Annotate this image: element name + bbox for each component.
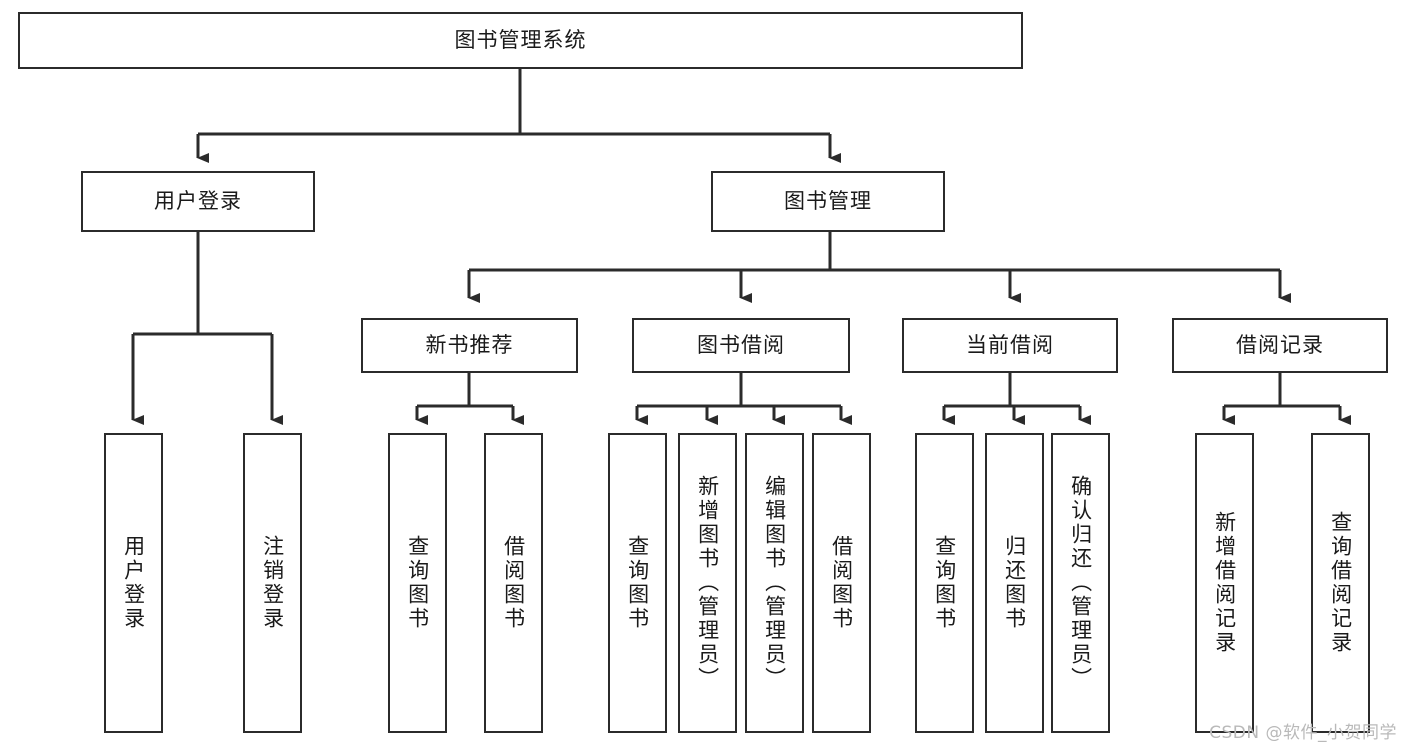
- node-root-label: 图书管理系统: [454, 28, 587, 53]
- leaf-add-book[interactable]: 新增图书（管理员）: [678, 433, 737, 733]
- node-borrow-record[interactable]: 借阅记录: [1172, 318, 1388, 373]
- leaf-query-book-3-label: 查询图书: [932, 535, 957, 631]
- leaf-confirm-return[interactable]: 确认归还（管理员）: [1051, 433, 1110, 733]
- leaf-logout-login-label: 注销登录: [260, 535, 285, 631]
- leaf-query-book-2[interactable]: 查询图书: [608, 433, 667, 733]
- leaf-add-book-label: 新增图书（管理员）: [695, 475, 720, 691]
- leaf-edit-book[interactable]: 编辑图书（管理员）: [745, 433, 804, 733]
- node-book-borrow-label: 图书借阅: [697, 333, 785, 358]
- node-book-manage-label: 图书管理: [784, 189, 872, 214]
- leaf-edit-book-label: 编辑图书（管理员）: [762, 475, 787, 691]
- leaf-return-book[interactable]: 归还图书: [985, 433, 1044, 733]
- leaf-borrow-book-2[interactable]: 借阅图书: [812, 433, 871, 733]
- node-root[interactable]: 图书管理系统: [18, 12, 1023, 69]
- node-new-book-recommend-label: 新书推荐: [425, 333, 514, 358]
- leaf-query-book-1-label: 查询图书: [405, 535, 430, 631]
- leaf-borrow-book-2-label: 借阅图书: [829, 535, 854, 631]
- node-book-manage[interactable]: 图书管理: [711, 171, 945, 232]
- leaf-query-record[interactable]: 查询借阅记录: [1311, 433, 1370, 733]
- node-current-borrow[interactable]: 当前借阅: [902, 318, 1118, 373]
- leaf-logout-login[interactable]: 注销登录: [243, 433, 302, 733]
- leaf-user-login-label: 用户登录: [121, 535, 146, 631]
- leaf-query-book-3[interactable]: 查询图书: [915, 433, 974, 733]
- leaf-return-book-label: 归还图书: [1002, 535, 1027, 631]
- leaf-confirm-return-label: 确认归还（管理员）: [1068, 475, 1093, 691]
- node-borrow-record-label: 借阅记录: [1236, 333, 1324, 358]
- node-new-book-recommend[interactable]: 新书推荐: [361, 318, 578, 373]
- leaf-query-book-1[interactable]: 查询图书: [388, 433, 447, 733]
- leaf-add-record[interactable]: 新增借阅记录: [1195, 433, 1254, 733]
- node-current-borrow-label: 当前借阅: [966, 333, 1054, 358]
- leaf-borrow-book-1-label: 借阅图书: [501, 535, 526, 631]
- leaf-query-record-label: 查询借阅记录: [1328, 511, 1353, 655]
- leaf-borrow-book-1[interactable]: 借阅图书: [484, 433, 543, 733]
- leaf-user-login[interactable]: 用户登录: [104, 433, 163, 733]
- node-book-borrow[interactable]: 图书借阅: [632, 318, 850, 373]
- node-user-login[interactable]: 用户登录: [81, 171, 315, 232]
- leaf-add-record-label: 新增借阅记录: [1212, 511, 1237, 655]
- leaf-query-book-2-label: 查询图书: [625, 535, 650, 631]
- node-user-login-label: 用户登录: [154, 189, 242, 214]
